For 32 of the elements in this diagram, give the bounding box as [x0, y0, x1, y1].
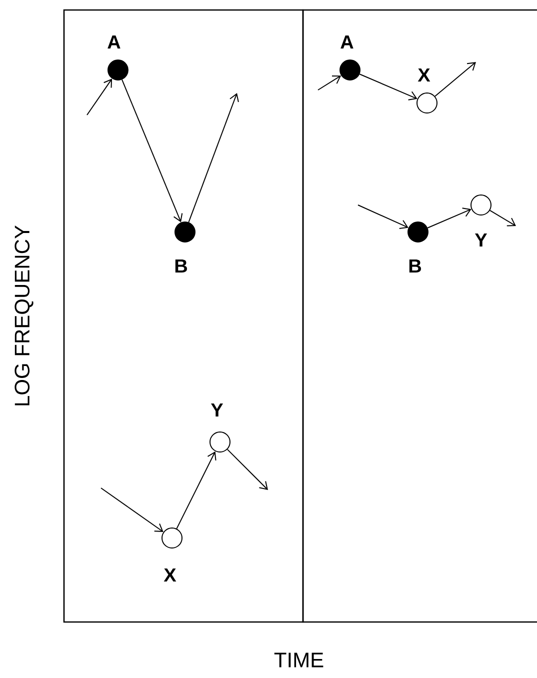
point-label: B [409, 259, 421, 273]
axis-title: LOG FREQUENCY [14, 225, 34, 406]
axis-title: TIME [274, 652, 324, 668]
arrow [86, 78, 112, 116]
open-circle [416, 92, 438, 114]
arrow [427, 208, 472, 228]
filled-dot [408, 222, 428, 242]
arrow [434, 62, 476, 97]
arrow [359, 74, 418, 100]
filled-dot [108, 60, 128, 80]
arrow [318, 75, 342, 90]
point-label: B [175, 259, 187, 273]
arrow [188, 93, 239, 223]
point-label: A [340, 35, 354, 49]
filled-dot [174, 222, 196, 242]
arrow [358, 204, 408, 230]
point-label: Y [475, 233, 488, 247]
arrow [176, 451, 216, 530]
open-circle [210, 432, 230, 452]
filled-dot [340, 60, 360, 80]
open-circle [470, 194, 492, 216]
panel [302, 9, 537, 623]
point-label: X [418, 68, 430, 82]
point-label: Y [211, 403, 224, 417]
arrow [122, 79, 183, 222]
open-circle [162, 528, 182, 548]
arrow [490, 210, 516, 226]
arrow [226, 448, 268, 490]
arrow [100, 488, 164, 532]
point-label: X [164, 568, 176, 582]
point-label: A [108, 35, 120, 49]
panel [63, 9, 304, 623]
